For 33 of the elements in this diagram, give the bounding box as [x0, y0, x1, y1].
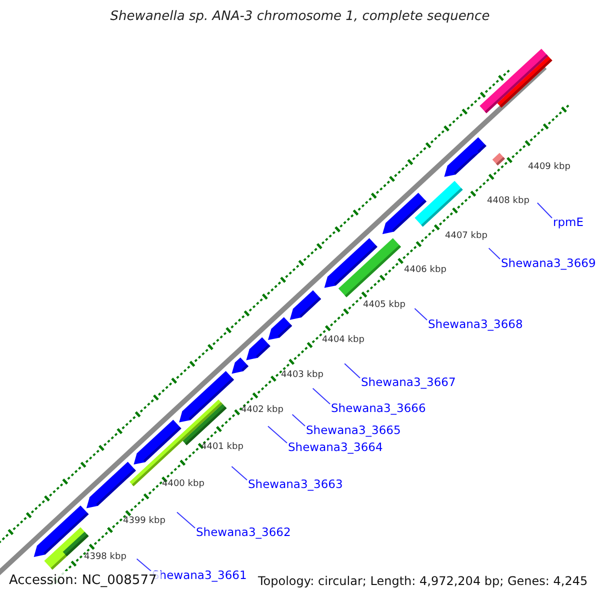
gene-label: Shewana3_3669 — [501, 256, 596, 270]
scale-label: 4403 kbp — [281, 370, 324, 380]
gene-label: Shewana3_3668 — [428, 317, 523, 331]
scale-label: 4409 kbp — [528, 162, 570, 172]
scale-label: 4399 kbp — [123, 516, 166, 526]
gene-label: Shewana3_3663 — [248, 477, 343, 491]
map-summary: Topology: circular; Length: 4,972,204 bp; Genes: 4,245 — [258, 574, 588, 588]
leader-line — [136, 558, 152, 572]
leader-line — [488, 248, 500, 260]
map-title: Shewanella sp. ANA-3 chromosome 1, complete sequence — [109, 9, 491, 24]
leader-line — [414, 308, 428, 320]
gene-label: Shewana3_3662 — [196, 525, 291, 539]
scale-label: 4407 kbp — [445, 231, 488, 241]
scale-label: 4404 kbp — [322, 335, 364, 345]
scale-label: 4408 kbp — [487, 196, 530, 206]
gene-label: Shewana3_3665 — [306, 423, 401, 437]
leader-line — [268, 426, 288, 444]
scale-label: 4405 kbp — [363, 300, 406, 310]
leader-line — [344, 363, 360, 378]
scale-label: 4406 kbp — [404, 265, 446, 275]
gene-label: rpmE — [553, 215, 584, 229]
leader-line — [176, 512, 196, 528]
leader-line — [312, 388, 330, 404]
scale-label: 4401 kbp — [201, 442, 244, 452]
leader-line — [536, 202, 552, 218]
leader-line — [292, 414, 306, 426]
scale-label: 4398 kbp — [84, 552, 126, 562]
scale-label: 4402 kbp — [241, 405, 284, 415]
gene-label: Shewana3_3667 — [361, 375, 456, 389]
leader-line — [231, 466, 248, 480]
scale-label: 4400 kbp — [162, 479, 204, 489]
gene-label: Shewana3_3666 — [331, 401, 426, 415]
gene-label: Shewana3_3664 — [288, 440, 383, 454]
